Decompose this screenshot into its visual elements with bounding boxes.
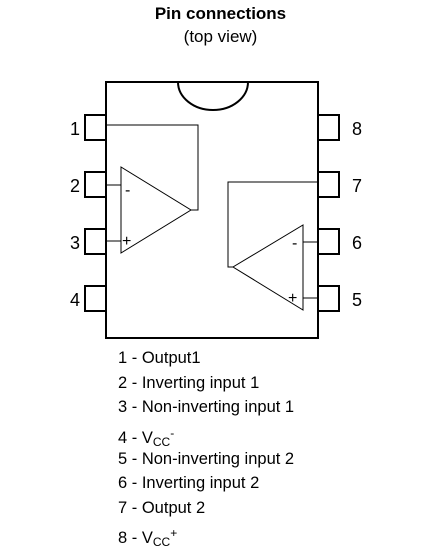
pin-number-8: 8 (352, 119, 362, 139)
output2-wire (227, 181, 318, 268)
pin-pad-5 (318, 285, 340, 312)
pin-pad-7 (318, 171, 340, 198)
pin-pad-2 (84, 171, 106, 198)
op-amp-2-plus-sign: + (288, 290, 297, 307)
pin-pad-3 (84, 228, 106, 255)
op-amp-1-triangle (120, 166, 192, 254)
pin-number-6: 6 (352, 233, 362, 253)
legend-item-6: 6 - Inverting input 2 (118, 474, 260, 492)
legend-item-2: 2 - Inverting input 1 (118, 373, 260, 392)
pin-number-1: 1 (70, 119, 80, 139)
package-notch (177, 81, 249, 111)
ic-package-body (105, 81, 319, 339)
op-amp-1-minus-sign: - (125, 182, 130, 199)
pin-number-5: 5 (352, 290, 362, 310)
diagram-title: Pin connections (154, 4, 287, 23)
pin-pad-1 (84, 114, 106, 141)
pin-number-7: 7 (352, 176, 362, 196)
legend-item-3: 3 - Non-inverting input 1 (118, 398, 295, 416)
diagram-subtitle: (top view) (183, 27, 258, 46)
pin-pad-4 (84, 285, 106, 312)
legend-item-1: 1 - Output1 (118, 349, 201, 367)
legend-item-7: 7 - Output 2 (118, 498, 206, 517)
output1-wire (106, 124, 199, 211)
pin-number-3: 3 (70, 233, 80, 253)
pin-legend: 1 - Output1 2 - Inverting input 1 3 - No… (118, 346, 295, 549)
legend-item-8: 8 - VCC+ (118, 526, 178, 549)
legend-item-5: 5 - Non-inverting input 2 (118, 449, 295, 468)
ic-package-diagram: - + - + 1 2 3 4 8 7 6 5 (70, 81, 362, 339)
pin-pad-8 (318, 114, 340, 141)
pin-number-2: 2 (70, 176, 80, 196)
op-amp-1-plus-sign: + (122, 233, 131, 250)
pin-number-4: 4 (70, 290, 80, 310)
pin-pad-6 (318, 228, 340, 255)
op-amp-2-minus-sign: - (292, 235, 297, 252)
legend-item-4: 4 - VCC- (118, 425, 175, 449)
op-amp-2-triangle (232, 224, 304, 311)
